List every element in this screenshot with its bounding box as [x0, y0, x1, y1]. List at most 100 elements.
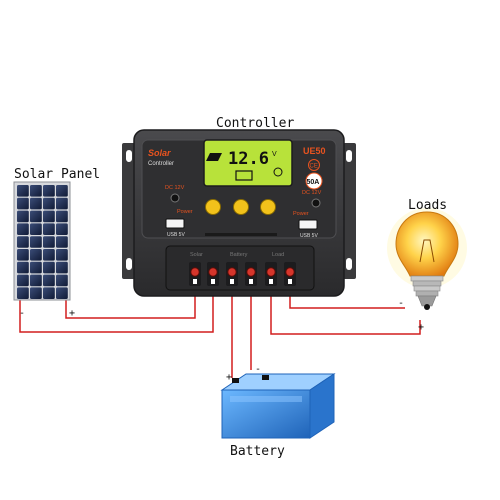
- current-badge-text: 50A: [307, 179, 320, 186]
- solar-cell: [43, 261, 55, 274]
- solar-cell: [56, 223, 68, 235]
- loads-label: Loads: [408, 198, 448, 213]
- solar-cell: [56, 249, 68, 261]
- solar-cell: [30, 236, 42, 248]
- usb-label-left: USB 5V: [167, 232, 185, 238]
- polarity-battery-negative: -: [255, 364, 261, 375]
- lcd-battery-icon: [235, 170, 253, 181]
- solar-cell: [30, 261, 42, 274]
- terminal-hole: [211, 279, 215, 284]
- lcd-display: [203, 139, 293, 187]
- usb-port-left: [165, 218, 185, 229]
- solar-cell: [56, 236, 68, 248]
- terminal-screw[interactable]: [266, 267, 276, 277]
- polarity-load-negative: -: [398, 298, 404, 309]
- terminal-group-load: Load: [272, 252, 284, 258]
- solar-cell: [43, 287, 55, 299]
- power-label-right: Power: [293, 211, 309, 217]
- charge-controller: Solar Controller UE50 12.6 V CE 50A DC 1…: [122, 129, 356, 297]
- solar-cell: [30, 274, 42, 287]
- polarity-panel-negative: -: [19, 308, 25, 319]
- terminal-group-battery: Battery: [230, 252, 248, 258]
- terminal-screw[interactable]: [227, 267, 237, 277]
- terminal-hole: [230, 279, 234, 284]
- solar-cell: [17, 236, 29, 248]
- solar-cell: [17, 249, 29, 261]
- solar-cell: [43, 185, 55, 197]
- brand-line2: Controller: [148, 161, 174, 167]
- solar-panel: [13, 181, 71, 301]
- solar-cells: [17, 185, 68, 299]
- solar-cell: [56, 261, 68, 274]
- solar-cell: [56, 197, 68, 210]
- solar-cell: [30, 210, 42, 223]
- terminal-screw[interactable]: [246, 267, 256, 277]
- solar-cell: [17, 223, 29, 235]
- terminal-screw[interactable]: [208, 267, 218, 277]
- solar-cell: [56, 210, 68, 223]
- dc-label-left: DC 12V: [165, 185, 185, 191]
- solar-cell: [43, 274, 55, 287]
- wire-load-negative: [270, 290, 421, 335]
- solar-cell: [17, 261, 29, 274]
- usb-label-right: USB 5V: [300, 233, 318, 239]
- solar-cell: [17, 185, 29, 197]
- brand-line1: Solar: [148, 148, 171, 158]
- vent-slot: [205, 233, 277, 236]
- solar-cell: [17, 197, 29, 210]
- current-badge: [305, 172, 323, 190]
- solar-cell: [30, 287, 42, 299]
- solar-cell: [43, 249, 55, 261]
- solar-cell: [30, 185, 42, 197]
- dc-label-right: DC 12V: [302, 190, 322, 196]
- button-middle[interactable]: [233, 199, 249, 215]
- terminal-screw[interactable]: [190, 267, 200, 277]
- wire-panel-positive: [65, 290, 196, 319]
- terminal-hole: [288, 279, 292, 284]
- solar-cell: [43, 197, 55, 210]
- model-label: UE50: [303, 146, 326, 156]
- power-label-left: Power: [177, 209, 193, 215]
- dc-socket-left: [170, 193, 180, 203]
- polarity-battery-positive: +: [226, 372, 232, 383]
- wire-panel-negative: [19, 290, 214, 333]
- terminal-hole: [249, 279, 253, 284]
- button-right[interactable]: [260, 199, 276, 215]
- lcd-panel-icon: [206, 153, 222, 161]
- solar-cell: [43, 223, 55, 235]
- solar-cell: [43, 236, 55, 248]
- solar-cell: [17, 210, 29, 223]
- terminal-hole: [193, 279, 197, 284]
- solar-cell: [56, 274, 68, 287]
- solar-cell: [56, 287, 68, 299]
- terminal-screws: [189, 262, 296, 286]
- battery: [220, 373, 336, 439]
- lcd-bulb-icon: [273, 167, 283, 177]
- polarity-panel-positive: +: [69, 308, 75, 319]
- light-bulb: [387, 208, 467, 310]
- solar-cell: [17, 274, 29, 287]
- solar-cell: [43, 210, 55, 223]
- solar-cell: [56, 185, 68, 197]
- battery-terminal-negative: [262, 375, 269, 380]
- lcd-unit: V: [272, 151, 277, 158]
- ce-mark: [308, 159, 320, 171]
- terminal-screw[interactable]: [285, 267, 295, 277]
- button-left[interactable]: [205, 199, 221, 215]
- solar-cell: [17, 287, 29, 299]
- battery-terminal-positive: [232, 378, 239, 383]
- dc-socket-right: [311, 198, 321, 208]
- solar-panel-label: Solar Panel: [14, 167, 101, 182]
- terminal-group-solar: Solar: [190, 252, 203, 258]
- solar-cell: [30, 223, 42, 235]
- polarity-load-positive: +: [418, 322, 424, 333]
- terminal-hole: [269, 279, 273, 284]
- solar-cell: [30, 249, 42, 261]
- lcd-value: 12.6: [228, 149, 269, 169]
- usb-port-right: [298, 219, 318, 230]
- battery-label: Battery: [230, 444, 285, 459]
- solar-cell: [30, 197, 42, 210]
- controller-label: Controller: [216, 116, 295, 131]
- wires: [19, 290, 421, 378]
- ce-text: CE: [310, 164, 318, 170]
